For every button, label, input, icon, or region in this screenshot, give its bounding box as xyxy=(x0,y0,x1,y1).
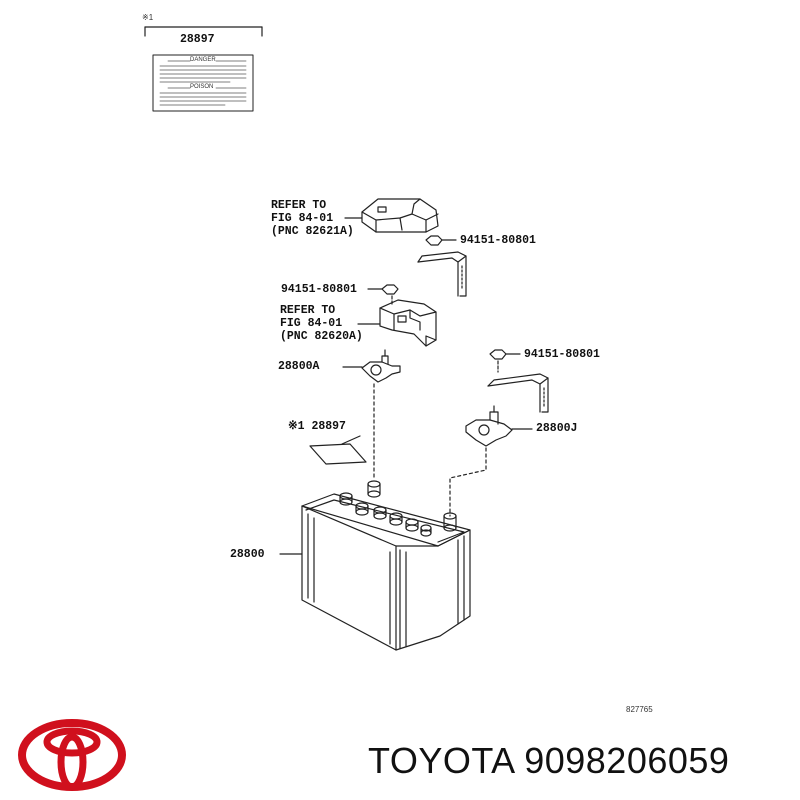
refer-lower-line3: (PNC 82620A) xyxy=(280,330,363,343)
label-28897-top: 28897 xyxy=(180,33,215,46)
label-card-code: ※1 28897 xyxy=(288,420,346,433)
refer-upper-line2: FIG 84-01 xyxy=(271,212,334,225)
nut-upper xyxy=(425,235,457,246)
label-terminal-negative: 28800A xyxy=(278,360,320,373)
nut-right xyxy=(489,349,521,360)
battery-part xyxy=(301,480,471,651)
refer-lower-line2: FIG 84-01 xyxy=(280,317,343,330)
diagram-id: 827765 xyxy=(626,705,653,714)
bracket-upper xyxy=(417,251,467,297)
bracket-right xyxy=(487,373,549,413)
label-battery: 28800 xyxy=(230,548,265,561)
dash-terminal-positive xyxy=(449,447,487,517)
warning-card xyxy=(152,54,254,112)
upper-fuse-cover xyxy=(361,198,439,233)
footer-title: TOYOTA 9098206059 xyxy=(368,740,729,782)
nut-left xyxy=(367,284,399,295)
label-card-part xyxy=(309,443,367,465)
part-number: 9098206059 xyxy=(524,740,730,781)
warning-card-line2: POISON xyxy=(190,84,214,90)
label-nut-right: 94151-80801 xyxy=(524,348,600,361)
lower-fuse-block xyxy=(379,299,437,347)
terminal-negative-part xyxy=(361,349,401,383)
label-terminal-positive: 28800J xyxy=(536,422,578,435)
refer-upper-line1: REFER TO xyxy=(271,199,327,212)
terminal-positive-part xyxy=(465,405,513,447)
warning-card-line1: DANGER xyxy=(190,57,216,63)
top-mark: ※1 xyxy=(142,13,154,22)
label-nut-left: 94151-80801 xyxy=(281,283,357,296)
refer-lower-line1: REFER TO xyxy=(280,304,336,317)
brand-name: TOYOTA xyxy=(368,740,514,781)
label-nut-upper: 94151-80801 xyxy=(460,234,536,247)
toyota-logo xyxy=(18,719,126,791)
leader-label-card xyxy=(341,435,361,445)
top-bracket xyxy=(144,26,263,37)
refer-upper-line3: (PNC 82621A) xyxy=(271,225,354,238)
